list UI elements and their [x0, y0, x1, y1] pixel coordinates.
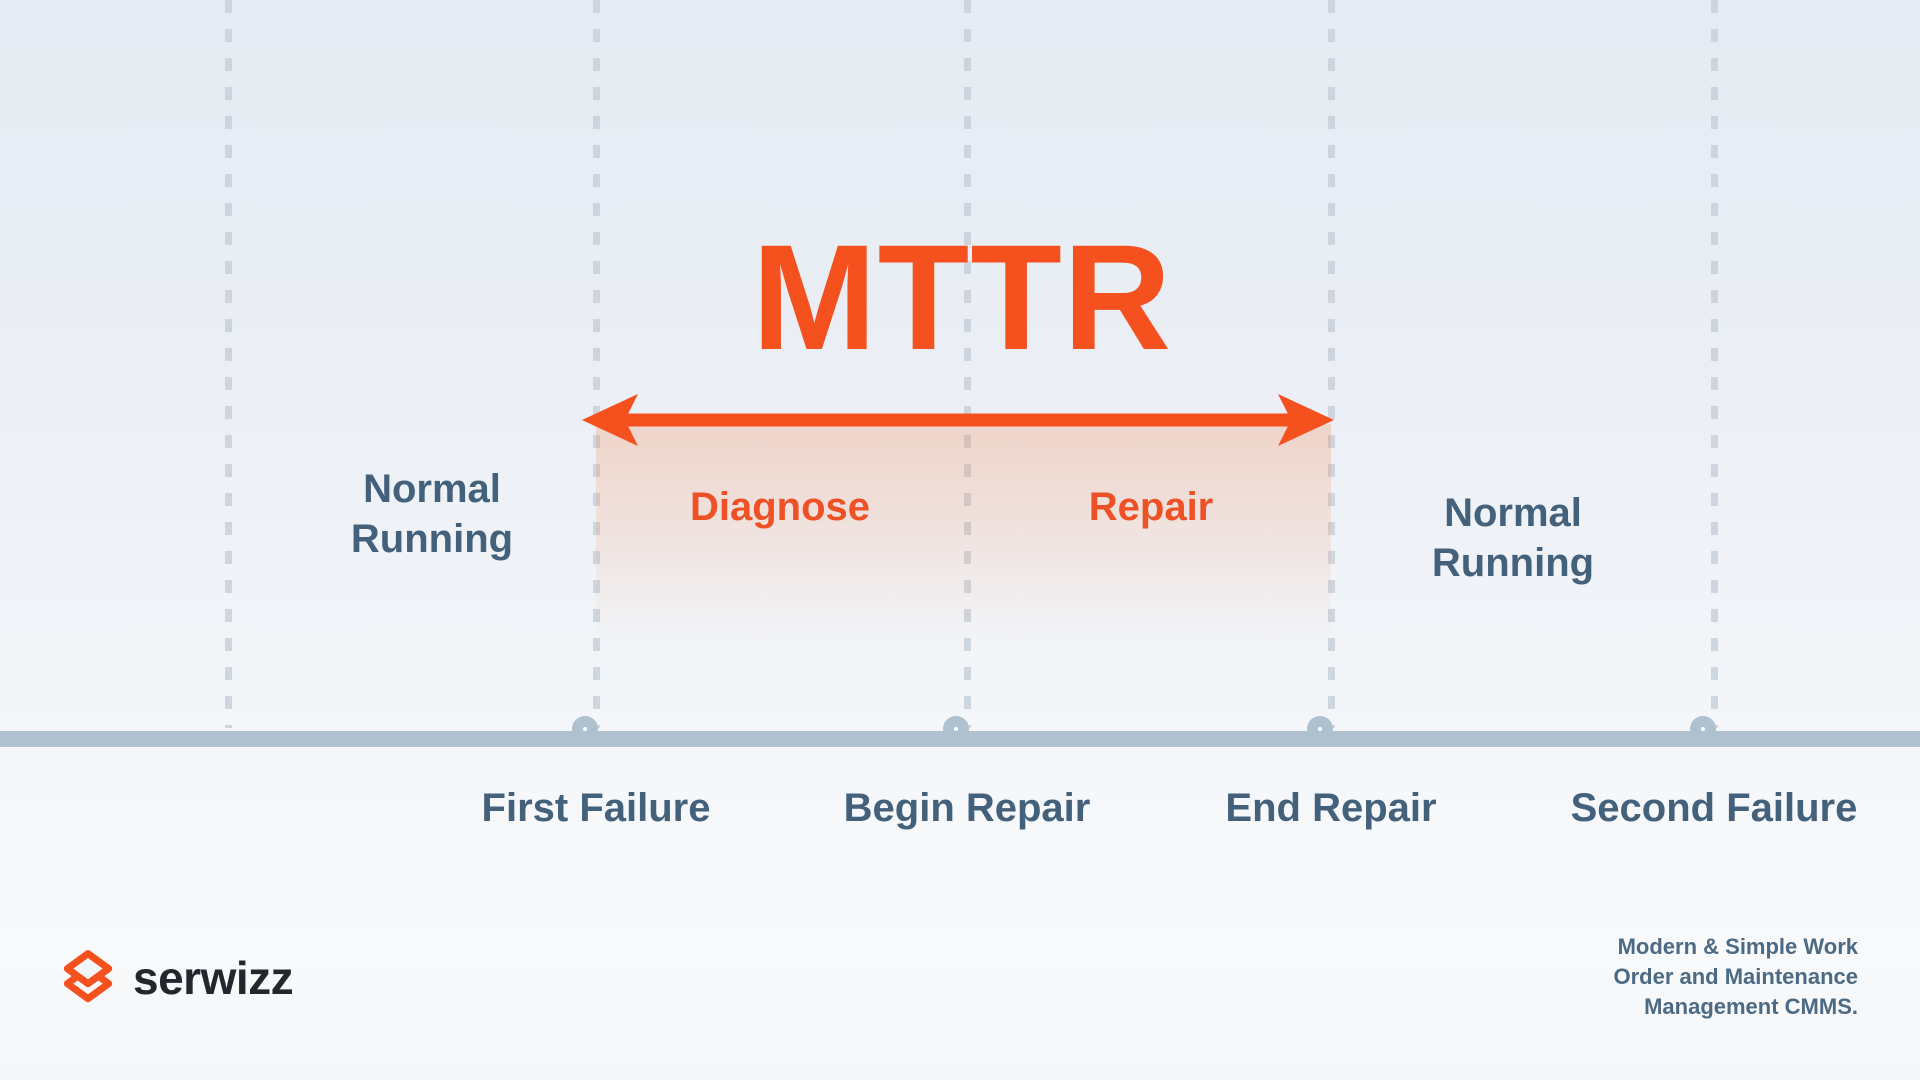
phase-repair: Repair	[1088, 485, 1214, 529]
phase-normal-running-left: Normal Running	[350, 467, 514, 561]
mttr-span-shade	[596, 424, 1331, 642]
mttr-span-arrow-icon	[582, 394, 1334, 446]
guide-line-1	[225, 0, 232, 728]
tagline-line-1: Modern & Simple Work	[1617, 934, 1858, 959]
timeline-node-end-repair	[1307, 716, 1333, 742]
timeline-node-first-failure	[572, 716, 598, 742]
mttr-title: MTTR	[751, 213, 1173, 381]
guide-line-second-failure	[1711, 0, 1718, 728]
brand-name: serwizz	[133, 952, 294, 1004]
event-label-end-repair: End Repair	[1225, 786, 1437, 830]
guide-line-first-failure	[593, 0, 600, 728]
event-label-second-failure: Second Failure	[1570, 786, 1858, 830]
tagline-line-2: Order and Maintenance	[1613, 964, 1858, 989]
serwizz-logo-icon	[63, 950, 113, 1003]
guide-line-end-repair	[1328, 0, 1335, 728]
phase-normal-running-right: Normal Running	[1431, 491, 1595, 585]
timeline-node-begin-repair	[943, 716, 969, 742]
footer-tagline: Modern & Simple Work Order and Maintenan…	[1613, 932, 1858, 1022]
guide-line-begin-repair	[964, 0, 971, 728]
timeline-node-second-failure	[1690, 716, 1716, 742]
tagline-line-3: Management CMMS.	[1644, 994, 1858, 1019]
event-label-first-failure: First Failure	[481, 786, 711, 830]
event-label-begin-repair: Begin Repair	[843, 786, 1091, 830]
brand-lockup: serwizz	[58, 948, 294, 1008]
phase-diagnose: Diagnose	[689, 485, 871, 529]
